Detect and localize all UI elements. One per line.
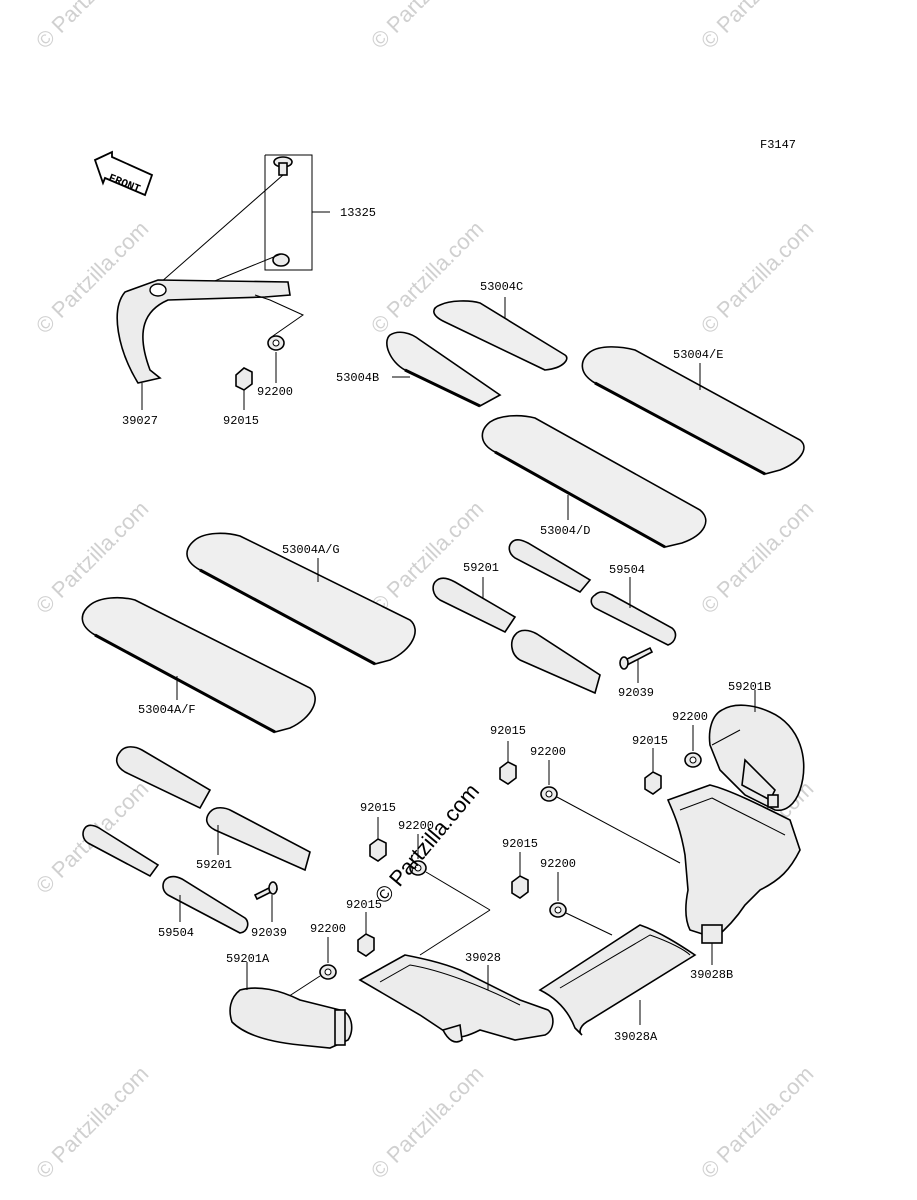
mat-53004C: [433, 300, 568, 371]
callout-59201-low: 59201: [196, 858, 232, 872]
watermark: © Partzilla.com: [696, 1061, 819, 1184]
washer-icon: [267, 335, 285, 351]
washer-icon: [684, 752, 702, 768]
part-39027: [116, 279, 305, 384]
callout-39027: 39027: [122, 414, 158, 428]
callout-92015-r: 92015: [632, 734, 668, 748]
callout-92015: 92015: [223, 414, 259, 428]
callout-53004AG: 53004A/G: [282, 543, 340, 557]
nut-icon: [369, 838, 387, 862]
mat-53004D: [481, 414, 707, 549]
rail-59201-mid: [432, 577, 601, 695]
nut-icon: [235, 367, 253, 391]
callout-92015-c3: 92015: [502, 837, 538, 851]
callout-92039-low: 92039: [251, 926, 287, 940]
mat-53004B: [386, 331, 502, 408]
part-39028: [358, 954, 554, 1043]
callout-92200-c2: 92200: [398, 819, 434, 833]
callout-39028B: 39028B: [690, 968, 733, 982]
nut-icon: [644, 771, 662, 795]
callout-53004B: 53004B: [336, 371, 379, 385]
mat-53004A-G: [186, 532, 416, 666]
callout-92200: 92200: [257, 385, 293, 399]
rivet-icon: [619, 646, 654, 670]
washer-icon: [409, 860, 427, 876]
callout-92200-c3: 92200: [540, 857, 576, 871]
callout-53004C: 53004C: [480, 280, 523, 294]
front-arrow-icon: FRONT: [93, 150, 154, 196]
part-59201B: [708, 704, 805, 812]
watermark: © Partzilla.com: [696, 496, 819, 619]
callout-59201B: 59201B: [728, 680, 771, 694]
callout-13325: 13325: [340, 206, 376, 220]
callout-59201-mid: 59201: [463, 561, 499, 575]
washer-icon: [549, 902, 567, 918]
callout-53004E: 53004/E: [673, 348, 723, 362]
callout-53004AF: 53004A/F: [138, 703, 196, 717]
callout-92200-r: 92200: [672, 710, 708, 724]
nut-icon: [357, 933, 375, 957]
watermark: © Partzilla.com: [696, 0, 819, 54]
watermark: © Partzilla.com: [31, 0, 154, 54]
callout-92015-c4: 92015: [346, 898, 382, 912]
figure-code: F3147: [760, 138, 796, 152]
callout-39028: 39028: [465, 951, 501, 965]
watermark: © Partzilla.com: [366, 0, 489, 54]
watermark: © Partzilla.com: [31, 1061, 154, 1184]
bolt-kit-13325: [159, 154, 330, 301]
callout-92200-c4: 92200: [310, 922, 346, 936]
rivet-icon: [253, 881, 279, 901]
mat-53004A-F: [81, 596, 316, 734]
part-39028B: [666, 784, 801, 944]
nut-icon: [499, 761, 517, 785]
rail-59504-mid: [508, 538, 677, 646]
callout-92039-mid: 92039: [618, 686, 654, 700]
watermark: © Partzilla.com: [696, 216, 819, 339]
part-59201A: [229, 987, 353, 1049]
washer-icon: [319, 964, 337, 980]
center-watermark: © Partzilla.com: [370, 779, 484, 909]
nut-icon: [511, 875, 529, 899]
rail-59504-low: [82, 824, 249, 934]
part-39028A: [538, 924, 697, 1036]
rail-59201-low: [115, 746, 311, 872]
callout-92015-c2: 92015: [360, 801, 396, 815]
callout-59504-mid: 59504: [609, 563, 645, 577]
callout-59504-low: 59504: [158, 926, 194, 940]
callout-59201A: 59201A: [226, 952, 270, 966]
callout-53004D: 53004/D: [540, 524, 590, 538]
callout-92200-c1: 92200: [530, 745, 566, 759]
mat-53004E: [581, 346, 805, 476]
watermark: © Partzilla.com: [366, 1061, 489, 1184]
callout-92015-c1: 92015: [490, 724, 526, 738]
washer-icon: [540, 786, 558, 802]
callout-39028A: 39028A: [614, 1030, 658, 1044]
